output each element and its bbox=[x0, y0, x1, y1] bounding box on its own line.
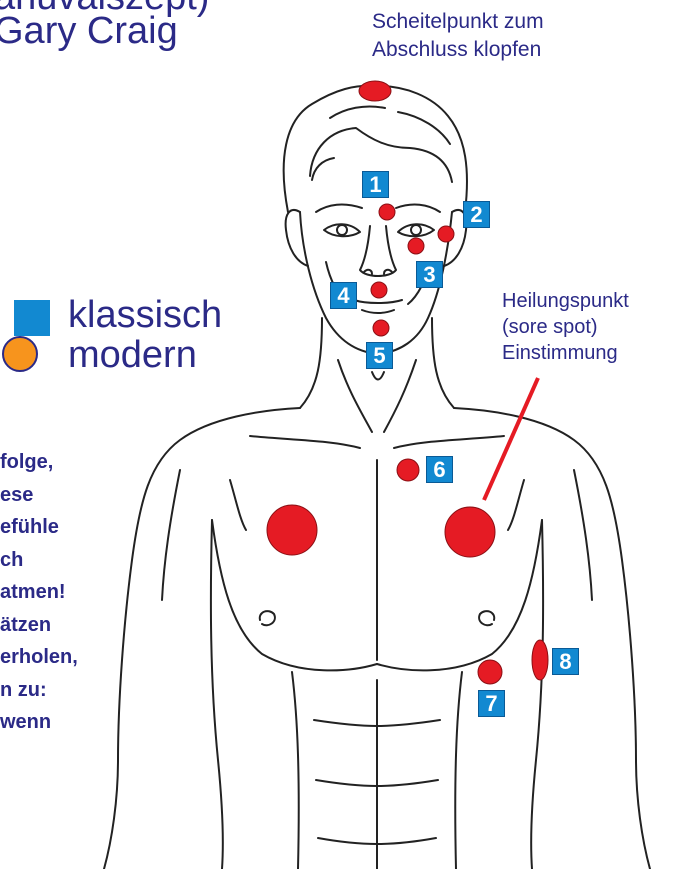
right-nipple bbox=[479, 611, 494, 625]
chin-point bbox=[373, 320, 389, 336]
badge-6: 6 bbox=[426, 456, 453, 483]
left-nipple bbox=[260, 611, 275, 625]
left-eyebrow bbox=[316, 205, 362, 212]
left-shoulder bbox=[104, 408, 300, 869]
neck-tendon bbox=[384, 360, 416, 432]
sore-spot-pointer bbox=[484, 378, 538, 500]
abdomen-left bbox=[292, 672, 299, 869]
right-eyebrow bbox=[396, 205, 440, 212]
mouth bbox=[354, 300, 402, 303]
arm-detail bbox=[574, 470, 592, 600]
under-nipple-point bbox=[478, 660, 502, 684]
left-ear bbox=[286, 210, 308, 266]
right-shoulder bbox=[454, 408, 650, 869]
left-collarbone bbox=[250, 436, 360, 448]
collarbone-point bbox=[397, 459, 419, 481]
neck-right bbox=[432, 318, 454, 408]
abdomen-right bbox=[455, 672, 462, 869]
badge-1: 1 bbox=[362, 171, 389, 198]
forehead-line bbox=[312, 158, 334, 180]
badge-7: 7 bbox=[478, 690, 505, 717]
neck-left bbox=[300, 318, 322, 408]
side-of-eye-point bbox=[438, 226, 454, 242]
right-iris bbox=[411, 225, 421, 235]
under-arm-point bbox=[532, 640, 548, 680]
badge-4: 4 bbox=[330, 282, 357, 309]
adams-apple bbox=[372, 372, 384, 380]
left-sore-spot bbox=[267, 505, 317, 555]
crown-point bbox=[359, 81, 391, 101]
armpit-line bbox=[230, 480, 246, 530]
badge-8: 8 bbox=[552, 648, 579, 675]
neck-tendon bbox=[338, 360, 372, 432]
badge-3: 3 bbox=[416, 261, 443, 288]
right-sore-spot bbox=[445, 507, 495, 557]
eyebrow-point bbox=[379, 204, 395, 220]
lower-lip bbox=[362, 310, 394, 313]
badge-2: 2 bbox=[463, 201, 490, 228]
under-eye-point bbox=[408, 238, 424, 254]
arm-detail bbox=[162, 470, 180, 600]
nose bbox=[360, 226, 396, 276]
left-iris bbox=[337, 225, 347, 235]
under-nose-point bbox=[371, 282, 387, 298]
hair-strand bbox=[330, 106, 385, 118]
right-collarbone bbox=[394, 436, 504, 448]
badge-5: 5 bbox=[366, 342, 393, 369]
hair-strand bbox=[398, 112, 450, 144]
armpit-line bbox=[508, 480, 524, 530]
